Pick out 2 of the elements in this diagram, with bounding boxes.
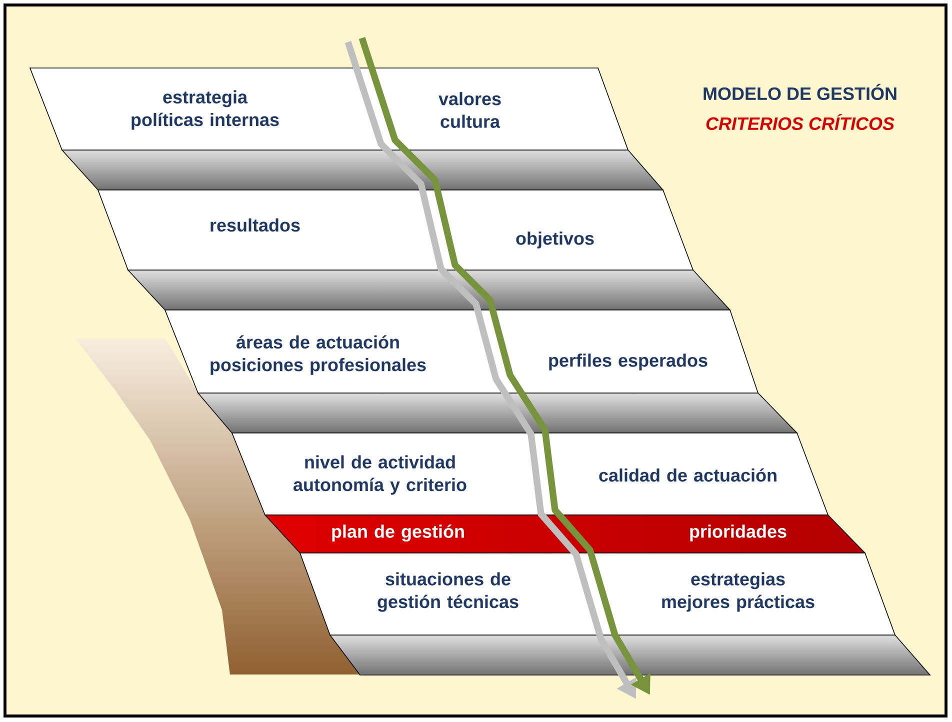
heading-text: CRITERIOS CRÍTICOS [706,114,894,130]
heading-text: MODELO DE GESTIÓN [704,84,896,100]
